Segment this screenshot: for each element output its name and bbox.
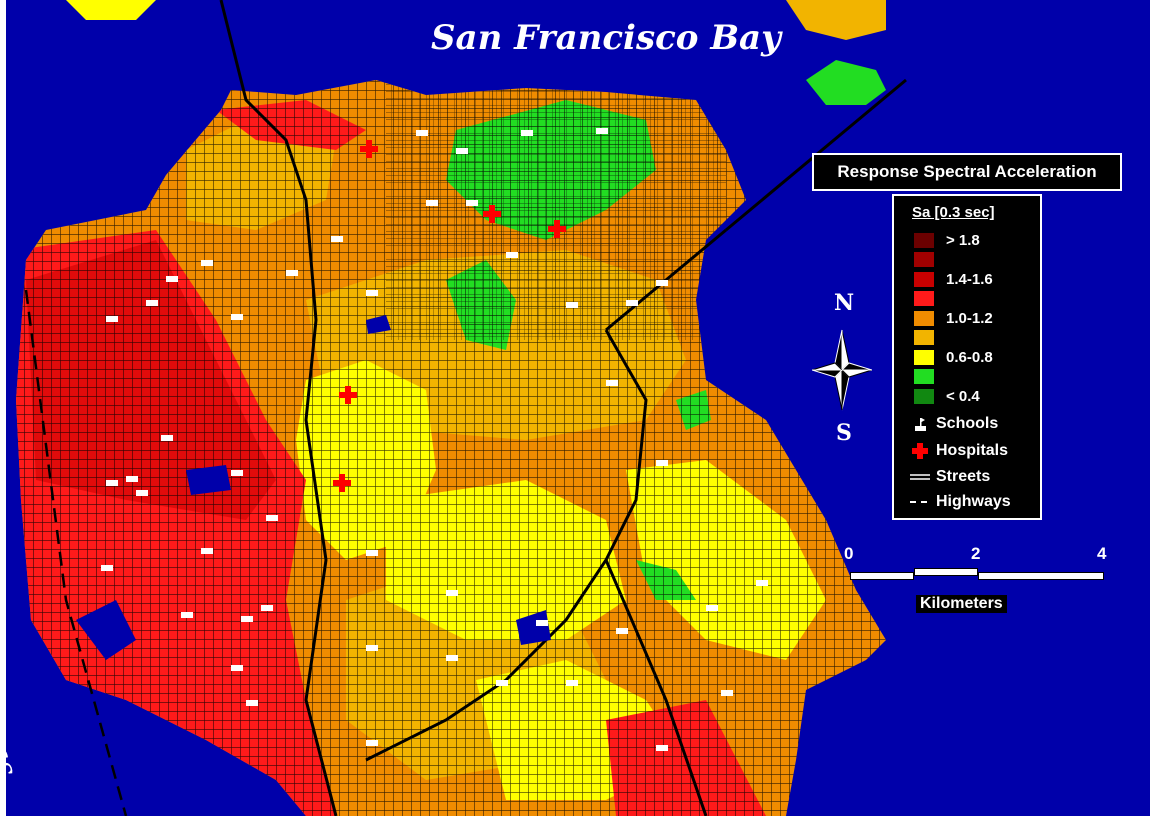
- legend-swatch: [914, 330, 934, 345]
- legend-swatch: [914, 388, 934, 404]
- legend-class-row: > 1.8: [914, 231, 980, 249]
- legend-title: Response Spectral Acceleration: [812, 153, 1122, 191]
- school-flag-icon: [910, 415, 930, 433]
- bay-label: San Francisco Bay: [431, 18, 781, 58]
- compass-south: S: [836, 420, 852, 446]
- legend-swatch: [914, 271, 934, 287]
- legend-class-label: 1.0-1.2: [946, 309, 993, 327]
- legend-class-row: 1.4-1.6: [914, 270, 993, 288]
- legend-class-label: 1.4-1.6: [946, 270, 993, 288]
- legend-swatch: [914, 291, 934, 306]
- fault-line: [24, 289, 128, 816]
- legend-class-row: [914, 291, 946, 307]
- legend-class-label: 0.6-0.8: [946, 348, 993, 366]
- legend-streets: Streets: [910, 467, 990, 487]
- headland: [786, 0, 886, 40]
- red-cross-icon: [910, 442, 930, 460]
- legend-swatch: [914, 310, 934, 326]
- legend-schools: Schools: [910, 414, 998, 434]
- legend-highways: Highways: [910, 492, 1011, 512]
- highways: [219, 0, 907, 816]
- schools-label: Schools: [936, 415, 999, 432]
- scale-unit: Kilometers: [916, 595, 1007, 613]
- legend-class-row: 0.6-0.8: [914, 348, 993, 366]
- legend-class-row: < 0.4: [914, 387, 980, 405]
- legend-subtitle: Sa [0.3 sec]: [912, 204, 995, 221]
- map-canvas: [6, 0, 1150, 816]
- legend-swatch: [914, 369, 934, 384]
- streets-label: Streets: [936, 468, 991, 485]
- school-markers: [101, 128, 768, 751]
- double-line-icon: [910, 468, 930, 486]
- headland-green: [806, 60, 886, 105]
- legend-swatch: [914, 252, 934, 267]
- scale-tick-2: 2: [971, 544, 981, 563]
- legend-swatch: [914, 232, 934, 248]
- compass-rose-icon: [812, 329, 872, 411]
- lakes: [76, 315, 551, 660]
- legend-class-row: [914, 369, 946, 385]
- hospitals-label: Hospitals: [936, 442, 1009, 459]
- legend-class-label: > 1.8: [946, 231, 980, 249]
- compass-north: N: [834, 290, 855, 316]
- streets-grid-dense: [386, 80, 726, 340]
- hazard-map[interactable]: San Francisco Bay dreas: [6, 0, 1150, 816]
- highways-label: Highways: [936, 493, 1011, 510]
- legend-swatch: [914, 349, 934, 365]
- scale-tick-0: 0: [844, 544, 854, 563]
- legend-box: Sa [0.3 sec] > 1.8 1.4-1.6 1.0-1.2 0.6-0.8 <…: [892, 194, 1042, 520]
- legend-class-label: < 0.4: [946, 387, 980, 405]
- yellow-coast: [66, 0, 156, 20]
- hospital-markers: [333, 140, 566, 492]
- legend-class-row: [914, 330, 946, 346]
- scale-tick-4: 4: [1097, 544, 1107, 563]
- dashed-line-icon: [910, 493, 930, 511]
- legend-class-row: [914, 252, 946, 268]
- legend-class-row: 1.0-1.2: [914, 309, 993, 327]
- legend-hospitals: Hospitals: [910, 441, 1008, 461]
- scale-bar: [850, 568, 1104, 582]
